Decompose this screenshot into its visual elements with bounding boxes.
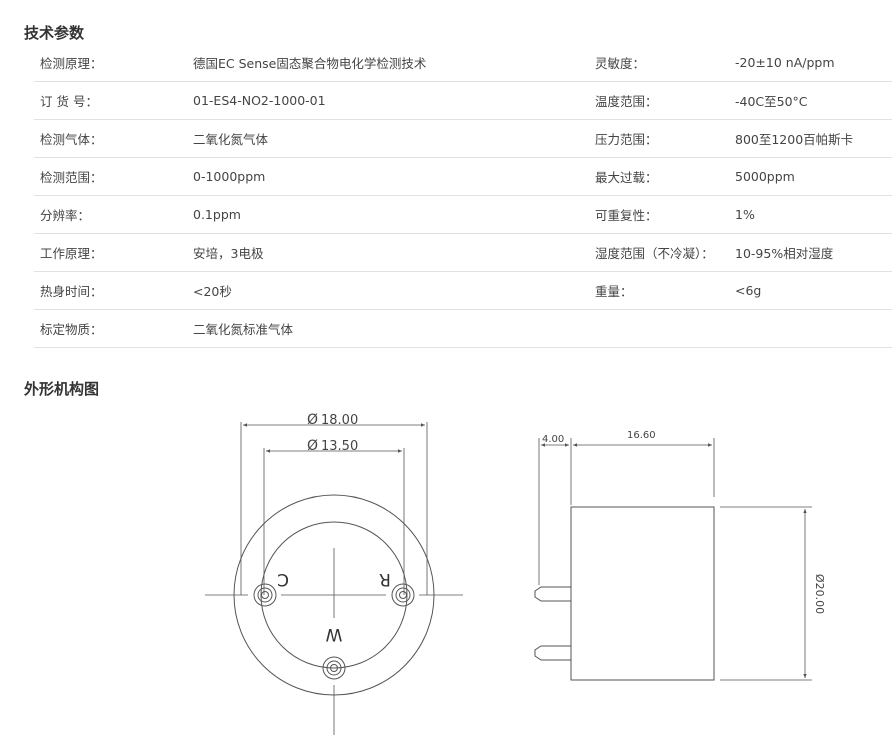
spec-value: 01-ES4-NO2-1000-01 xyxy=(193,81,595,120)
spec-label: 工作原理： xyxy=(34,233,193,272)
pin-w xyxy=(322,656,346,680)
pin-label-c: C xyxy=(277,569,289,589)
spec-label: 温度范围： xyxy=(595,81,735,120)
spec-value: 二氧化氮标准气体 xyxy=(193,309,595,348)
spec-label: 可重复性： xyxy=(595,195,735,234)
spec-value: 1% xyxy=(735,195,892,234)
spec-value: 二氧化氮气体 xyxy=(193,119,595,158)
spec-value: -40C至50°C xyxy=(735,81,892,120)
spec-label: 最大过载： xyxy=(595,157,735,196)
drawing-section-title: 外形机构图 xyxy=(24,380,100,398)
table-row: 分辨率： 0.1ppm 可重复性： 1% xyxy=(34,195,892,234)
spec-value: 德国EC Sense固态聚合物电化学检测技术 xyxy=(193,44,595,82)
dim-inner-value: 13.50 xyxy=(321,439,358,454)
spec-label: 分辨率： xyxy=(34,195,193,234)
spec-value: 0.1ppm xyxy=(193,195,595,234)
table-row: 订 货 号： 01-ES4-NO2-1000-01 温度范围： -40C至50°… xyxy=(34,81,892,120)
spec-label: 订 货 号： xyxy=(34,81,193,120)
spec-label: 标定物质： xyxy=(34,309,193,348)
spec-value: <6g xyxy=(735,271,892,310)
spec-value xyxy=(735,309,892,348)
table-row: 检测原理： 德国EC Sense固态聚合物电化学检测技术 灵敏度： -20±10… xyxy=(34,44,892,82)
table-row: 检测气体： 二氧化氮气体 压力范围： 800至1200百帕斯卡 xyxy=(34,119,892,158)
dim-pin-length: 4.00 xyxy=(542,434,564,445)
spec-label: 检测原理： xyxy=(34,44,193,82)
spec-label: 检测气体： xyxy=(34,119,193,158)
table-row: 热身时间： <20秒 重量： <6g xyxy=(34,271,892,310)
side-pin-top xyxy=(534,586,571,602)
dim-body-diameter: Ø20.00 xyxy=(813,574,826,614)
pin-label-r: R xyxy=(379,569,391,589)
side-pin-bottom xyxy=(534,645,571,661)
pin-label-w: W xyxy=(325,624,342,644)
spec-label: 湿度范围（不冷凝）： xyxy=(595,233,735,272)
spec-value: 800至1200百帕斯卡 xyxy=(735,119,892,158)
spec-value: -20±10 nA/ppm xyxy=(735,44,892,82)
table-row: 工作原理： 安培，3电极 湿度范围（不冷凝）： 10-95%相对湿度 xyxy=(34,233,892,272)
spec-label: 检测范围： xyxy=(34,157,193,196)
dim-inner-symbol: Ø xyxy=(307,438,318,454)
outline-drawing: Ø 18.00 Ø 13.50 C R W 4.00 16.60 Ø20.00 xyxy=(205,412,826,735)
spec-table: 检测原理： 德国EC Sense固态聚合物电化学检测技术 灵敏度： -20±10… xyxy=(34,44,892,348)
spec-label: 重量： xyxy=(595,271,735,310)
table-row: 检测范围： 0-1000ppm 最大过载： 5000ppm xyxy=(34,157,892,196)
pin-r xyxy=(391,583,415,607)
side-view xyxy=(534,438,812,681)
spec-label xyxy=(595,309,735,348)
spec-value: 安培，3电极 xyxy=(193,233,595,272)
dim-body-height: 16.60 xyxy=(627,430,656,441)
front-view xyxy=(205,422,463,735)
sensor-body xyxy=(570,506,715,681)
spec-label: 热身时间： xyxy=(34,271,193,310)
dim-outer-value: 18.00 xyxy=(321,413,358,428)
spec-value: 5000ppm xyxy=(735,157,892,196)
pin-c xyxy=(253,583,277,607)
spec-value: <20秒 xyxy=(193,271,595,310)
specs-section-title: 技术参数 xyxy=(24,24,85,42)
table-row: 标定物质： 二氧化氮标准气体 xyxy=(34,309,892,348)
spec-value: 10-95%相对湿度 xyxy=(735,233,892,272)
spec-value: 0-1000ppm xyxy=(193,157,595,196)
spec-label: 压力范围： xyxy=(595,119,735,158)
dim-outer-symbol: Ø xyxy=(307,412,318,428)
spec-label: 灵敏度： xyxy=(595,44,735,82)
